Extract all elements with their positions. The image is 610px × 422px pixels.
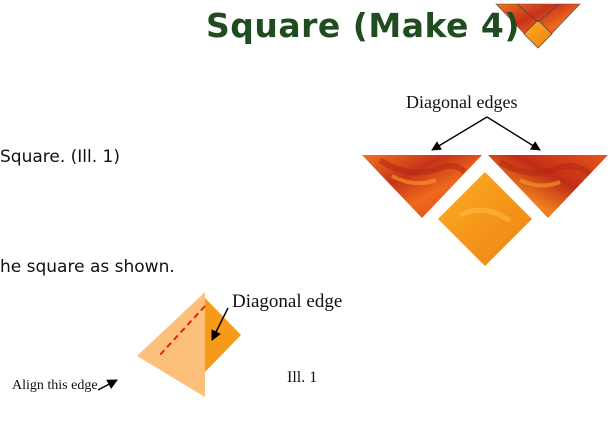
diagonal-edges-arrows [431,116,541,151]
ill1-light-triangle [137,292,205,397]
preview-block [495,3,581,49]
exploded-view [362,155,608,266]
ill1-orange-square [205,298,241,372]
illustration-caption: Ill. 1 [287,369,318,386]
instruction-step-2: he square as shown. [0,257,175,277]
instruction-step-1: Square. (Ill. 1) [0,147,121,167]
preview-orange-square [523,19,553,49]
page-title: Square (Make 4) [206,6,520,45]
align-edge-label: Align this edge [12,378,98,393]
diagonal-edge-label: Diagonal edge [232,291,343,312]
center-orange-square [438,172,532,266]
diagonal-edges-label: Diagonal edges [406,92,518,112]
left-red-triangle [362,155,482,218]
ill1-diagram [97,292,241,397]
ill1-fold-line [157,305,206,358]
